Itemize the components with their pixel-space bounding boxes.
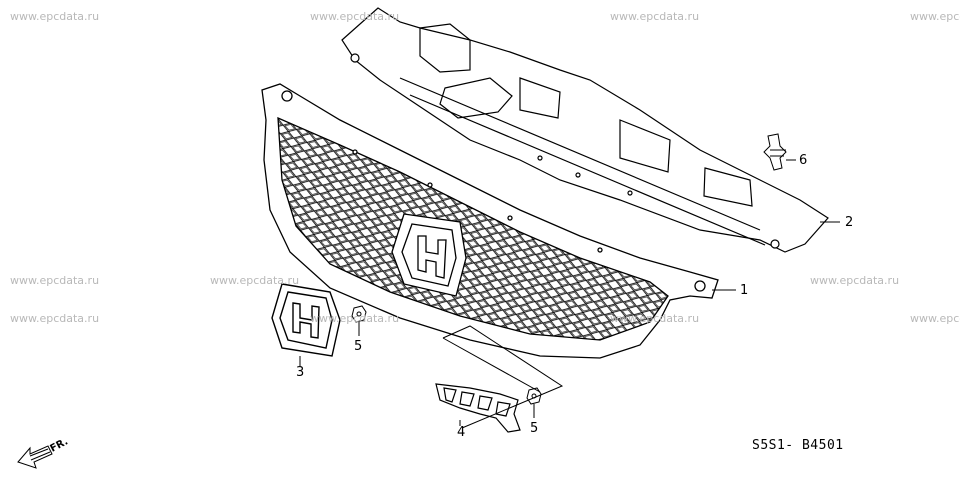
front-direction-arrow: [17, 445, 53, 469]
watermark: www.epcdata.ru: [310, 312, 400, 325]
watermark: www.epcdata.ru: [310, 10, 400, 23]
callout-5-left: 5: [354, 339, 363, 354]
watermark: www.epcdata.ru: [10, 274, 100, 287]
diagram-code: S5S1- B4501: [752, 438, 844, 453]
upper-bracket-part: [341, 7, 829, 253]
watermark: www.epcdata.ru: [210, 274, 300, 287]
watermark: www.epcdata.ru: [610, 312, 700, 325]
watermark: www.epcdata.ru: [10, 10, 100, 23]
leader-lines: [299, 159, 840, 429]
callout-6: 6: [799, 153, 808, 168]
callout-5-right: 5: [530, 421, 539, 436]
callout-3: 3: [296, 365, 305, 380]
watermark: www.epcdata.ru: [910, 312, 960, 325]
watermark: www.epcdata.ru: [610, 10, 700, 23]
watermark: www.epcdata.ru: [810, 274, 900, 287]
clip-part: [763, 133, 787, 171]
type-r-badge-part: [435, 383, 521, 433]
watermark: www.epcdata.ru: [10, 312, 100, 325]
nut-part-left: [351, 305, 367, 323]
watermark: www.epcdata.ru: [910, 10, 960, 23]
callout-2: 2: [845, 215, 854, 230]
callout-1: 1: [740, 283, 749, 298]
callout-4: 4: [457, 425, 466, 440]
grille-part: [261, 83, 719, 359]
emblem-part: [271, 283, 341, 357]
